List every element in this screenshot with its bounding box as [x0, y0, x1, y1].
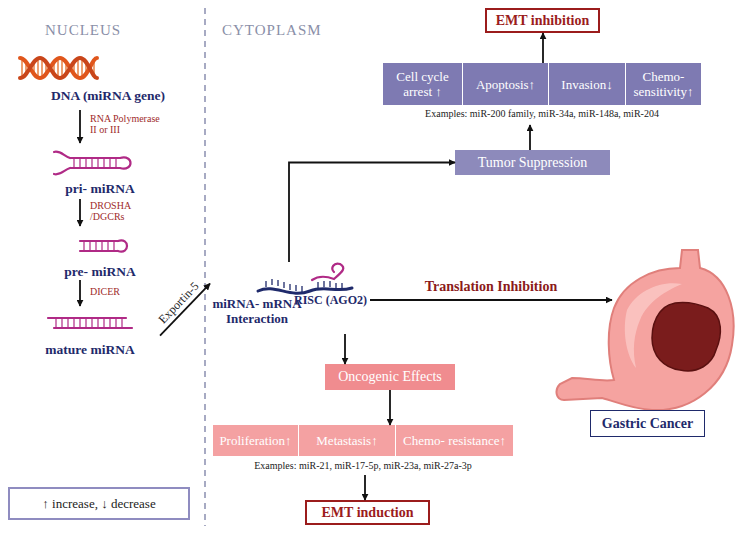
node-label: Examples: miR-21, miR-17-5p, miR-23a, mi…	[203, 460, 523, 471]
node-label: pre- miRNA	[40, 264, 160, 280]
flow-arrow	[79, 280, 81, 306]
effect-cell: Invasion↓	[549, 63, 625, 105]
duplex-strands	[48, 318, 132, 328]
node-label: Chemo- resistance↑	[403, 434, 506, 448]
node-label: Metastasis↑	[316, 434, 377, 448]
process-box: Oncogenic Effects	[325, 364, 455, 390]
mature-mirna-duplex	[48, 318, 132, 328]
stomach-outline	[557, 250, 734, 410]
effect-cell: Cell cycle arrest ↑	[383, 63, 462, 105]
precursor-node: pri- miRNA	[40, 143, 160, 199]
flow-arrow	[542, 33, 544, 63]
edge-label: RNA Polymerase II or III	[90, 113, 160, 135]
pri-mirna-hairpin	[54, 152, 131, 175]
flow-arrow	[389, 390, 391, 425]
node-label: RISC (AGO2)	[294, 293, 367, 308]
hairpin-rungs	[74, 159, 116, 167]
node-label: Gastric Cancer	[590, 410, 705, 437]
flow-arrow	[289, 163, 455, 263]
node-label: DNA (miRNA gene)	[30, 88, 186, 104]
node-label: Cell cycle arrest ↑	[383, 69, 462, 99]
precursor-node: pre- miRNA	[40, 226, 160, 280]
flow-arrow	[344, 334, 346, 364]
node-label: pri- miRNA	[40, 181, 160, 197]
effect-cell: Apoptosis↑	[463, 63, 548, 105]
node-label: mature miRNA	[20, 342, 160, 358]
mirna-strand	[312, 264, 343, 280]
mrna-risc-complex	[258, 264, 352, 294]
node-label: Oncogenic Effects	[338, 369, 442, 385]
process-box: Tumor Suppression	[455, 150, 610, 175]
key-box: ↑ increase, ↓ decrease	[8, 487, 190, 520]
compartment-divider	[204, 8, 206, 526]
interaction-node: miRNA- mRNA InteractionRISC (AGO2)	[210, 262, 370, 334]
compartment-label: CYTOPLASM	[222, 22, 322, 39]
edge-label: Translation Inhibition	[425, 279, 557, 295]
dna-helix	[20, 58, 97, 78]
outcome-box: EMT induction	[305, 500, 430, 525]
edge-label: DROSHA /DGCRs	[90, 200, 150, 222]
node-label: Proliferation↑	[219, 434, 291, 448]
node-label: EMT induction	[322, 505, 414, 521]
node-label: Tumor Suppression	[478, 155, 588, 171]
effect-cell: Chemo- resistance↑	[396, 425, 513, 456]
flow-arrow	[79, 110, 81, 143]
node-label: Invasion↓	[561, 77, 612, 92]
compartment-label: NUCLEUS	[45, 22, 121, 39]
edge-label: DICER	[90, 286, 150, 297]
node-label: ↑ increase, ↓ decrease	[42, 496, 155, 512]
duplex-rungs	[56, 319, 122, 327]
node-label: Apoptosis↑	[476, 77, 535, 92]
effect-cell: Metastasis↑	[299, 425, 395, 456]
pre-mirna-hairpin	[80, 240, 127, 251]
node-label: Chemo- sensitivity↑	[626, 69, 701, 99]
effect-band: Examples: miR-21, miR-17-5p, miR-23a, mi…	[213, 425, 513, 475]
node-label: Examples: miR-200 family, miR-34a, miR-1…	[373, 108, 711, 119]
hairpin-rungs	[84, 242, 114, 250]
node-label: miRNA- mRNA Interaction	[210, 296, 304, 326]
outcome-box: EMT inhibition	[485, 8, 600, 33]
flow-arrow	[529, 125, 531, 150]
flow-arrow	[79, 199, 81, 226]
tumor-mass	[652, 303, 720, 371]
dna-strand	[20, 58, 97, 78]
effect-cell: Chemo- sensitivity↑	[626, 63, 701, 105]
hairpin-strands	[54, 152, 131, 175]
flow-arrow	[370, 299, 612, 301]
dna-strand	[20, 58, 97, 78]
gene-node: DNA (miRNA gene)	[30, 48, 186, 110]
organ-node: Gastric Cancer	[612, 255, 736, 437]
edge-label: Exportin-5	[155, 279, 202, 327]
mature-node: mature miRNA	[20, 306, 160, 360]
effect-band: Examples: miR-200 family, miR-34a, miR-1…	[383, 63, 701, 125]
flow-arrow	[364, 475, 366, 500]
mrna-bases	[266, 279, 342, 292]
mrna-strand	[258, 288, 352, 293]
effect-cell: Proliferation↑	[213, 425, 298, 456]
stomach-illustration	[557, 250, 734, 410]
node-label: EMT inhibition	[496, 13, 590, 29]
hairpin-strands	[80, 240, 127, 251]
